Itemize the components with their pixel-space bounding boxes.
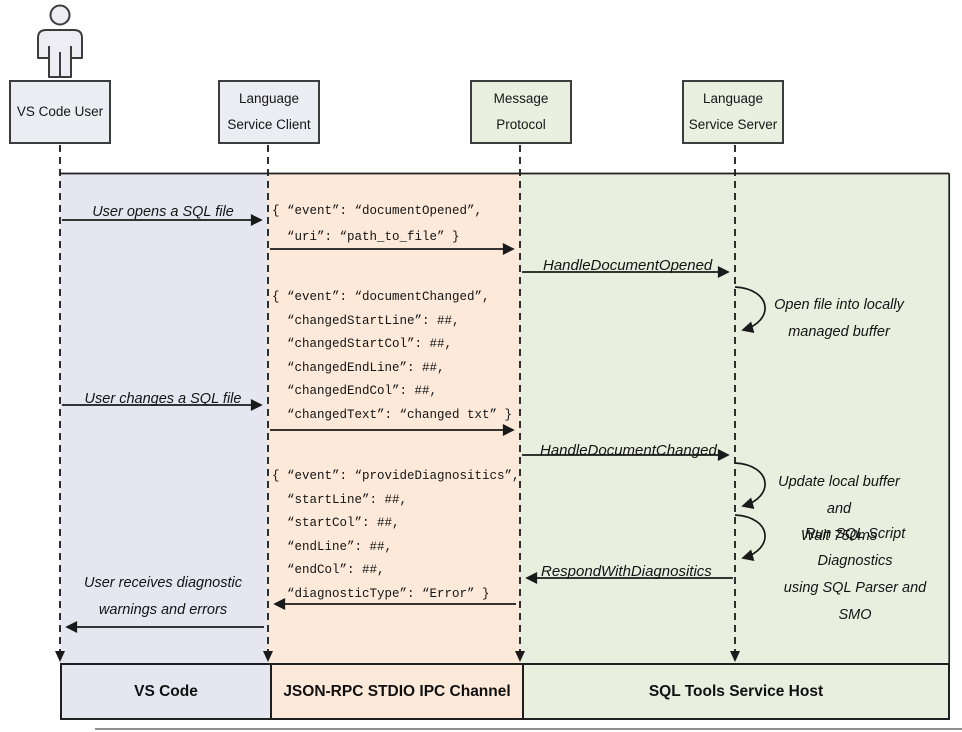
- payload-line: “changedEndCol”: ##,: [272, 384, 438, 398]
- actor-label: Message: [493, 91, 549, 106]
- label-respond-with-diagnostics: RespondWithDiagnositics: [541, 563, 712, 580]
- lane-label-ipc-channel: JSON-RPC STDIO IPC Channel: [270, 665, 522, 718]
- lifeline-end-arrowheads: [55, 651, 740, 662]
- payload-document-changed: { “event”: “documentChanged”, “changedSt…: [272, 286, 512, 427]
- actor-box-language-service-server: Language Service Server: [682, 80, 784, 144]
- lane-band-border: [60, 172, 951, 663]
- payload-line: { “event”: “provideDiagnositics”,: [272, 469, 520, 483]
- payload-line: { “event”: “documentChanged”,: [272, 290, 490, 304]
- lane-vscode-band: [60, 173, 268, 663]
- label-line: warnings and errors: [98, 602, 228, 618]
- actor-label: Service Server: [688, 117, 778, 132]
- lane-label-sql-tools-host: SQL Tools Service Host: [522, 665, 948, 718]
- actor-box-message-protocol: Message Protocol: [470, 80, 572, 144]
- actor-label: Protocol: [496, 117, 546, 132]
- payload-line: “changedText”: “changed txt” }: [272, 407, 513, 422]
- payload-line: “changedEndLine”: ##,: [272, 360, 445, 375]
- self-loop-open-file: [734, 286, 766, 333]
- label-line: managed buffer: [788, 324, 890, 340]
- user-actor-icon: [37, 4, 83, 78]
- lane-label-text: SQL Tools Service Host: [648, 682, 824, 700]
- label-line: using SQL Parser and SMO: [783, 580, 927, 623]
- payload-line: { “event”: “documentOpened”,: [272, 204, 483, 218]
- label-line: User receives diagnostic: [84, 575, 242, 591]
- actor-box-vscode-user: VS Code User: [9, 80, 111, 144]
- actor-label: Language: [238, 91, 300, 106]
- lane-label-vscode: VS Code: [62, 665, 270, 718]
- label-line: Open file into locally: [774, 297, 904, 313]
- self-loop-update-buffer: [734, 462, 766, 509]
- label-handle-document-changed: HandleDocumentChanged: [540, 442, 717, 459]
- lifelines: [59, 145, 736, 652]
- label-user-opens-file: User opens a SQL file: [92, 204, 234, 220]
- label-run-diagnostics-note: Run SQL Script Diagnostics using SQL Par…: [773, 521, 937, 629]
- lane-label-text: JSON-RPC STDIO IPC Channel: [283, 682, 511, 700]
- message-arrows: [62, 214, 766, 633]
- payload-line: “startLine”: ##,: [272, 492, 408, 507]
- payload-line: “endCol”: ##,: [272, 563, 385, 577]
- payload-document-opened: { “event”: “documentOpened”, “uri”: “pat…: [272, 198, 482, 250]
- payload-line: “endLine”: ##,: [272, 539, 393, 554]
- label-user-receives-diagnostics: User receives diagnostic warnings and er…: [60, 570, 266, 624]
- label-line: Update local buffer and: [778, 474, 900, 517]
- payload-line: “changedStartLine”: ##,: [272, 313, 460, 328]
- label-update-buffer-note: Update local buffer and Wait 750ms: [772, 469, 906, 550]
- payload-line: “diagnosticType”: “Error” }: [272, 586, 490, 601]
- label-handle-document-opened: HandleDocumentOpened: [543, 257, 713, 274]
- payload-line: “startCol”: ##,: [272, 516, 400, 530]
- lane-footer: VS Code JSON-RPC STDIO IPC Channel SQL T…: [60, 663, 950, 720]
- payload-line: “changedStartCol”: ##,: [272, 337, 453, 351]
- actor-label: VS Code User: [16, 104, 104, 119]
- label-line: Run SQL Script Diagnostics: [804, 526, 906, 569]
- label-open-file-note: Open file into locally managed buffer: [768, 292, 910, 346]
- payload-line: “uri”: “path_to_file” }: [272, 230, 460, 244]
- payload-provide-diagnostics: { “event”: “provideDiagnositics”, “start…: [272, 465, 520, 606]
- label-line: Wait 750ms: [800, 528, 878, 544]
- label-user-changes-file: User changes a SQL file: [84, 391, 242, 407]
- lane-label-text: VS Code: [134, 682, 198, 700]
- self-loop-run-diagnostics: [734, 514, 766, 561]
- lane-ipc-band: [268, 173, 520, 663]
- actor-label: Service Client: [227, 117, 311, 132]
- actor-box-language-service-client: Language Service Client: [218, 80, 320, 144]
- actor-label: Language: [702, 91, 764, 106]
